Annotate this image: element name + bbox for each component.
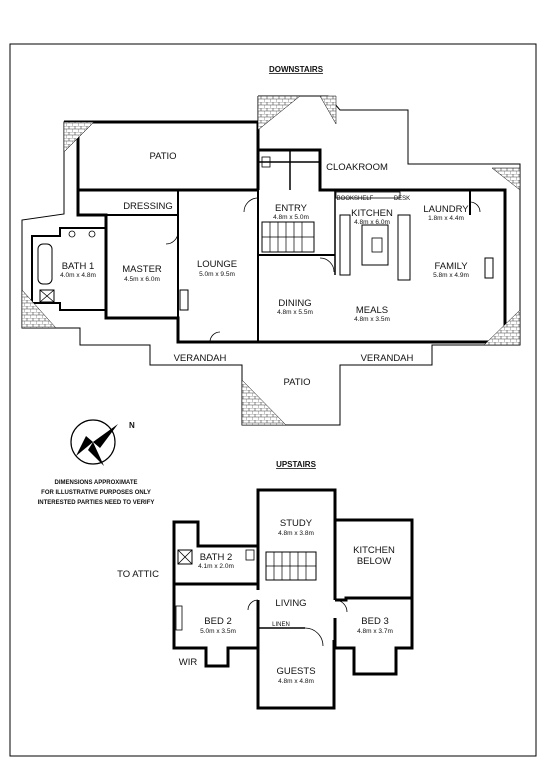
upstairs-plan [172,488,414,710]
bath2-dims: 4.1m x 2.0m [198,563,234,570]
lounge-dims: 5.0m x 9.5m [199,271,235,278]
guests-dims: 4.8m x 4.8m [278,678,314,685]
house-bottom-wall [76,190,432,344]
bookshelf-label: BOOKSHELF [337,196,374,202]
bath2-label: BATH 2 [200,552,233,563]
entry-label: ENTRY [275,203,308,214]
kitchen-island [361,224,389,266]
page-border [9,43,537,757]
living-label: LIVING [275,598,306,609]
shower [39,289,55,303]
toilet [261,156,271,168]
master-dims: 4.5m x 6.0m [124,276,160,283]
patio-top-label: PATIO [149,151,176,162]
meals-label: MEALS [356,305,388,316]
to-attic-label: TO ATTIC [117,569,159,580]
kitchen-label: KITCHEN [351,208,393,219]
bookshelf [335,191,401,199]
bed2-dims: 5.0m x 3.5m [200,628,236,635]
bed2-label: BED 2 [204,616,231,627]
study-wall [256,488,337,600]
kitchen-below-wall [335,518,414,598]
kitchen-below-label-line-1: KITCHEN [353,545,395,556]
laundry-label: LAUNDRY [423,204,469,215]
kitchen-dims: 4.8m x 6.0m [354,219,390,226]
study-dims: 4.8m x 3.8m [278,530,314,537]
bathtub [37,243,53,285]
study-label: STUDY [280,518,313,529]
cloakroom-label: CLOAKROOM [326,162,388,173]
kitchen-bench [339,214,351,276]
meals-dims: 4.8m x 3.5m [354,316,390,323]
family-dims: 5.8m x 4.9m [433,272,469,279]
lounge-label: LOUNGE [197,259,237,270]
kitchen-wall-bench [397,214,411,281]
dining-dims: 4.8m x 5.5m [277,309,313,316]
bed3-dims: 4.8m x 3.7m [357,628,393,635]
bed2-wall [172,584,260,668]
downstairs-plan [21,95,521,426]
master-label: MASTER [122,264,162,275]
guests-wall [256,640,336,710]
entry-dims: 4.8m x 5.0m [273,214,309,221]
bed3-wall [333,596,414,676]
disclaimer-line-1: DIMENSIONS APPROXIMATE [54,480,137,486]
family-label: FAMILY [434,261,468,272]
dining-label: DINING [278,298,311,309]
wir-label: WIR [179,657,198,668]
verandah-left-label: VERANDAH [174,353,227,364]
bath1-dims: 4.0m x 4.8m [60,272,96,279]
bath1-label: BATH 1 [62,261,95,272]
patio-bottom-label: PATIO [283,377,310,388]
linen-label: LINEN [272,622,290,628]
kitchen-below-label-line-2: BELOW [357,556,391,567]
compass-icon [70,419,118,466]
compass-north-label: N [129,421,135,430]
downstairs-heading: DOWNSTAIRS [269,65,324,74]
desk-label: DESK [394,196,410,202]
laundry-dims: 1.8m x 4.4m [428,215,464,222]
verandah-right-label: VERANDAH [361,353,414,364]
bath1-wall [31,227,106,311]
upstairs-heading: UPSTAIRS [276,460,317,469]
fireplace-lounge [179,289,189,311]
disclaimer-line-3: INTERESTED PARTIES NEED TO VERIFY [38,500,155,506]
fireplace-family [484,257,494,279]
dressing-label: DRESSING [123,201,173,212]
disclaimer-line-2: FOR ILLUSTRATIVE PURPOSES ONLY [41,490,151,496]
bed3-label: BED 3 [361,616,388,627]
guests-label: GUESTS [276,666,315,677]
